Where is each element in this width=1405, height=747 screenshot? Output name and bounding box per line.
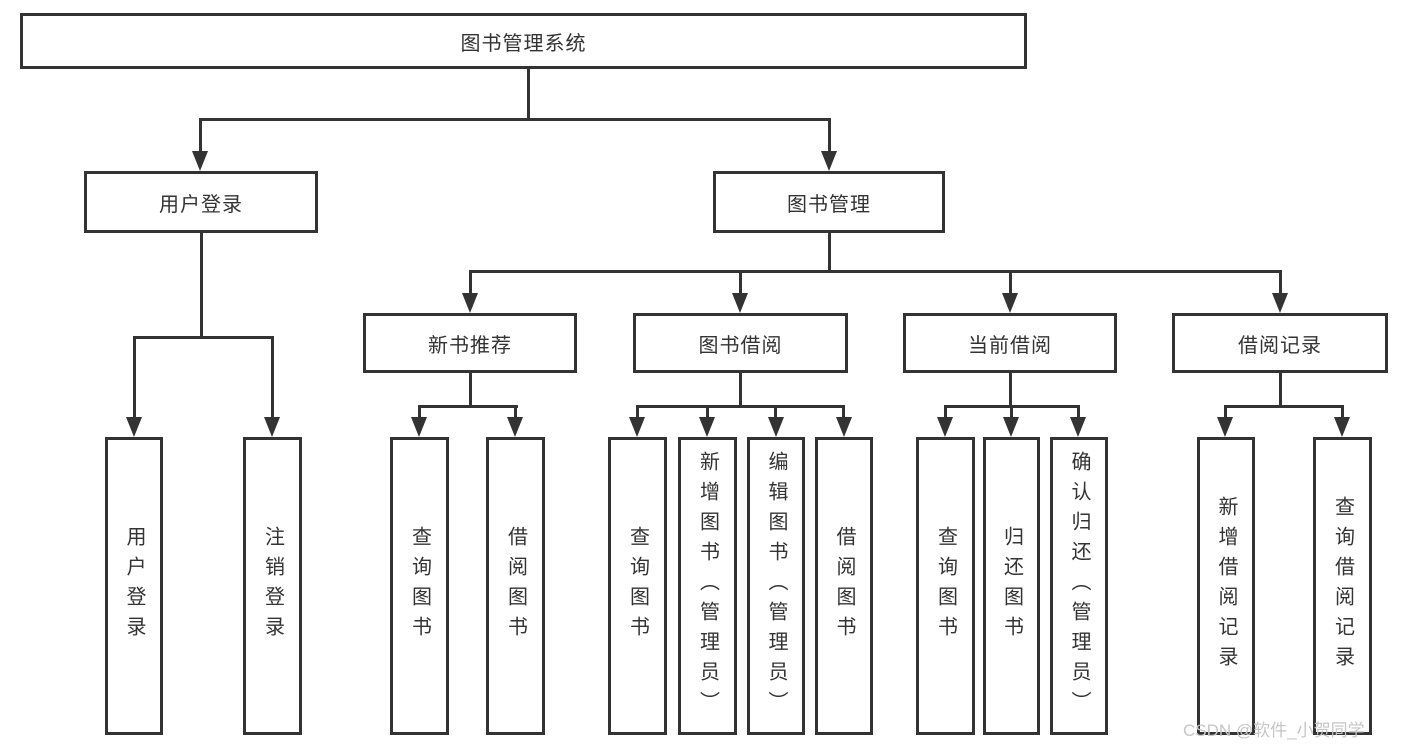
connector-line [1224, 405, 1227, 419]
leaf-user-login: 用户登录 [105, 437, 163, 735]
node-label: 查询借阅记录 [1331, 496, 1354, 676]
connector-line [418, 405, 421, 419]
arrow-down-icon [192, 151, 208, 171]
node-label: 查询图书 [408, 526, 431, 646]
node-new-book-recommend: 新书推荐 [363, 313, 577, 373]
leaf-logout: 注销登录 [243, 437, 302, 735]
connector-line [636, 405, 845, 408]
connector-line [828, 233, 831, 273]
connector-line [739, 270, 742, 296]
arrow-down-icon [1217, 417, 1233, 437]
node-book-borrow: 图书借阅 [633, 313, 848, 373]
connector-line [469, 373, 472, 407]
node-label: 查询图书 [934, 526, 957, 646]
node-borrow-records: 借阅记录 [1172, 313, 1388, 373]
node-label: 当前借阅 [968, 334, 1052, 357]
arrow-down-icon [264, 417, 280, 437]
leaf-borrow-books-1: 借阅图书 [486, 437, 545, 735]
node-book-management: 图书管理 [713, 171, 945, 233]
arrow-down-icon [507, 417, 523, 437]
connector-line [842, 405, 845, 419]
node-label: 新书推荐 [428, 334, 512, 357]
arrow-down-icon [126, 417, 142, 437]
arrow-down-icon [836, 417, 852, 437]
arrow-down-icon [732, 293, 748, 313]
arrow-down-icon [937, 417, 953, 437]
leaf-add-books-admin: 新增图书（管理员） [678, 437, 737, 735]
connector-line [1279, 373, 1282, 407]
connector-line [514, 405, 517, 419]
arrow-down-icon [462, 293, 478, 313]
node-label: 图书借阅 [698, 334, 783, 357]
connector-line [200, 233, 203, 339]
node-label: 借阅记录 [1238, 334, 1322, 357]
connector-line [1009, 373, 1012, 407]
connector-line [828, 118, 831, 153]
connector-line [527, 69, 530, 121]
arrow-down-icon [411, 417, 427, 437]
connector-line [199, 118, 831, 121]
node-label: 借阅图书 [504, 526, 527, 646]
leaf-return-books: 归还图书 [983, 437, 1040, 735]
node-user-login: 用户登录 [84, 171, 318, 233]
leaf-add-borrow-record: 新增借阅记录 [1197, 437, 1255, 735]
arrow-down-icon [1272, 293, 1288, 313]
arrow-down-icon [1003, 417, 1019, 437]
node-label: 新增借阅记录 [1215, 496, 1237, 676]
node-label: 查询图书 [626, 526, 649, 646]
connector-line [774, 405, 777, 419]
arrow-down-icon [699, 417, 715, 437]
connector-line [271, 336, 274, 420]
node-label: 用户登录 [159, 193, 243, 216]
arrow-down-icon [1002, 293, 1018, 313]
node-label: 编辑图书（管理员） [765, 451, 787, 721]
connector-line [1341, 405, 1344, 419]
connector-line [706, 405, 709, 419]
connector-line [133, 336, 274, 339]
leaf-query-books-3: 查询图书 [916, 437, 975, 735]
connector-line [199, 118, 202, 153]
connector-line [133, 336, 136, 420]
connector-line [469, 270, 1282, 273]
node-label: 用户登录 [123, 526, 145, 646]
node-root: 图书管理系统 [20, 13, 1027, 69]
node-label: 图书管理 [787, 193, 871, 216]
csdn-watermark: CSDN @软件_小贺同学 [1183, 721, 1365, 740]
connector-line [1279, 270, 1282, 296]
connector-line [418, 405, 518, 408]
arrow-down-icon [629, 417, 645, 437]
connector-line [1009, 270, 1012, 296]
connector-line [636, 405, 639, 419]
arrow-down-icon [821, 151, 837, 171]
leaf-edit-books-admin: 编辑图书（管理员） [747, 437, 805, 735]
leaf-query-borrow-record: 查询借阅记录 [1313, 437, 1372, 735]
arrow-down-icon [1070, 417, 1086, 437]
node-label: 新增图书（管理员） [696, 451, 719, 721]
leaf-query-books-2: 查询图书 [608, 437, 667, 735]
connector-line [469, 270, 472, 296]
connector-line [944, 405, 947, 419]
arrow-down-icon [768, 417, 784, 437]
node-current-borrow: 当前借阅 [903, 313, 1117, 373]
leaf-confirm-return-admin: 确认归还（管理员） [1050, 437, 1108, 735]
leaf-borrow-books-2: 借阅图书 [815, 437, 873, 735]
connector-line [1224, 405, 1344, 408]
node-label: 图书管理系统 [460, 32, 587, 55]
leaf-query-books-1: 查询图书 [390, 437, 449, 735]
connector-line [1077, 405, 1080, 419]
connector-line [739, 373, 742, 407]
arrow-down-icon [1334, 417, 1350, 437]
connector-line [1010, 405, 1013, 419]
node-label: 借阅图书 [833, 526, 855, 646]
node-label: 归还图书 [1000, 526, 1023, 646]
node-label: 确认归还（管理员） [1068, 451, 1090, 721]
node-label: 注销登录 [261, 526, 284, 646]
